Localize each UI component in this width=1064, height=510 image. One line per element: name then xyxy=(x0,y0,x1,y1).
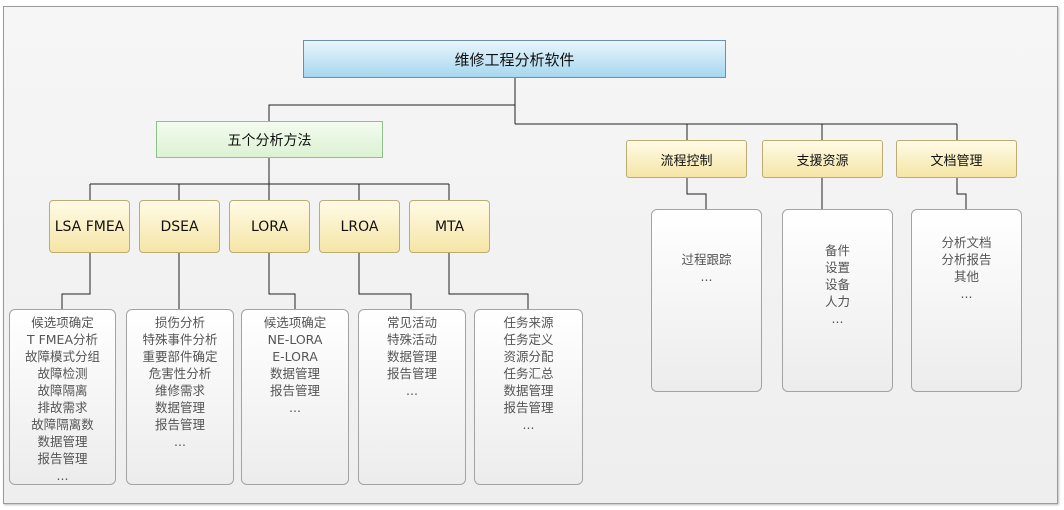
connector-o3 xyxy=(956,178,967,209)
list-dsea: 损伤分析 特殊事件分析 重要部件确定 危害性分析 维修需求 数据管理 报告管理 … xyxy=(126,309,234,485)
list-item: 数据管理 xyxy=(503,383,554,398)
list-item: 报告管理 xyxy=(269,383,320,398)
support-resource-label: 支援资源 xyxy=(796,153,849,169)
list-item: ... xyxy=(831,311,844,326)
list-item: 报告管理 xyxy=(386,366,437,381)
connector-o1 xyxy=(686,178,707,209)
list-item: 常见活动 xyxy=(386,315,437,330)
list-item: 故障模式分组 xyxy=(24,349,100,364)
method-label: DSEA xyxy=(160,218,199,235)
list-item: 数据管理 xyxy=(269,366,320,381)
list-item: 其他 xyxy=(953,269,979,284)
list-item: 数据管理 xyxy=(154,400,205,415)
list-item: ... xyxy=(174,434,186,449)
method-label: LROA xyxy=(340,218,379,235)
list-item: T FMEA分析 xyxy=(26,332,99,347)
connector-root-methods xyxy=(268,104,515,121)
connector-l5 xyxy=(448,253,529,309)
list-item: 数据管理 xyxy=(386,349,437,364)
list-item: 候选项确定 xyxy=(263,315,327,330)
method-label: LSA FMEA xyxy=(54,218,125,235)
list-item: ... xyxy=(960,286,973,301)
list-item: ... xyxy=(522,417,535,432)
list-item: E-LORA xyxy=(272,349,318,364)
list-document-management: 分析文档 分析报告 其他 ... xyxy=(911,209,1022,392)
flow-control-node: 流程控制 xyxy=(626,140,747,178)
list-item: 重要部件确定 xyxy=(142,349,218,364)
method-label: LORA xyxy=(250,218,289,235)
list-item: 维修需求 xyxy=(154,383,205,398)
list-item: 报告管理 xyxy=(154,417,205,432)
method-label: MTA xyxy=(434,218,465,235)
list-flow-control: 过程跟踪 ... xyxy=(651,209,762,392)
list-item: 候选项确定 xyxy=(31,315,94,330)
list-item: ... xyxy=(56,468,69,483)
method-lora: LORA xyxy=(229,200,310,253)
list-item: 特殊活动 xyxy=(386,332,437,347)
list-item: ... xyxy=(289,400,301,415)
list-item: ... xyxy=(406,383,418,398)
flow-control-label: 流程控制 xyxy=(660,153,713,169)
list-item: 报告管理 xyxy=(503,400,554,415)
connector-l1 xyxy=(61,253,91,309)
list-item: 故障检测 xyxy=(37,366,88,381)
connector-l3 xyxy=(268,253,296,309)
list-lroa: 常见活动 特殊活动 数据管理 报告管理 ... xyxy=(358,309,466,485)
method-dsea: DSEA xyxy=(139,200,220,253)
list-lora: 候选项确定 NE-LORA E-LORA 数据管理 报告管理 ... xyxy=(241,309,349,485)
list-item: 分析报告 xyxy=(941,252,992,267)
document-management-node: 文档管理 xyxy=(896,140,1017,178)
list-item: 排故需求 xyxy=(37,400,88,415)
list-item: ... xyxy=(700,269,713,284)
methods-node: 五个分析方法 xyxy=(156,121,383,158)
list-item: 损伤分析 xyxy=(154,315,205,330)
method-lroa: LROA xyxy=(319,200,400,253)
list-item: 数据管理 xyxy=(37,434,88,449)
list-item: 故障隔离数 xyxy=(31,417,94,432)
list-item: 任务定义 xyxy=(503,332,554,347)
root-node: 维修工程分析软件 xyxy=(303,40,726,78)
list-item: 设置 xyxy=(824,260,850,275)
list-item: 危害性分析 xyxy=(148,366,212,381)
method-mta: MTA xyxy=(409,200,490,253)
methods-label: 五个分析方法 xyxy=(227,132,312,149)
list-item: 资源分配 xyxy=(503,349,554,364)
document-management-label: 文档管理 xyxy=(930,153,983,169)
list-item: 故障隔离 xyxy=(37,383,88,398)
list-item: 特殊事件分析 xyxy=(142,332,218,347)
connector-l4 xyxy=(358,253,412,309)
support-resource-node: 支援资源 xyxy=(762,140,883,178)
list-item: 设备 xyxy=(824,277,850,292)
list-item: 任务汇总 xyxy=(503,366,554,381)
connector-methods-bus xyxy=(90,157,449,185)
list-item: NE-LORA xyxy=(267,332,323,347)
list-lsa-fmea: 候选项确定 T FMEA分析 故障模式分组 故障检测 故障隔离 排故需求 故障隔… xyxy=(9,309,116,485)
list-item: 报告管理 xyxy=(37,451,88,466)
list-support-resource: 备件 设置 设备 人力 ... xyxy=(782,209,893,392)
method-lsa-fmea: LSA FMEA xyxy=(49,200,130,253)
list-item: 任务来源 xyxy=(503,315,554,330)
list-item: 备件 xyxy=(824,243,850,258)
root-label: 维修工程分析软件 xyxy=(454,50,575,69)
list-item: 人力 xyxy=(824,294,850,309)
list-item: 分析文档 xyxy=(941,235,992,250)
list-mta: 任务来源 任务定义 资源分配 任务汇总 数据管理 报告管理 ... xyxy=(474,309,583,485)
list-item: 过程跟踪 xyxy=(681,252,732,267)
